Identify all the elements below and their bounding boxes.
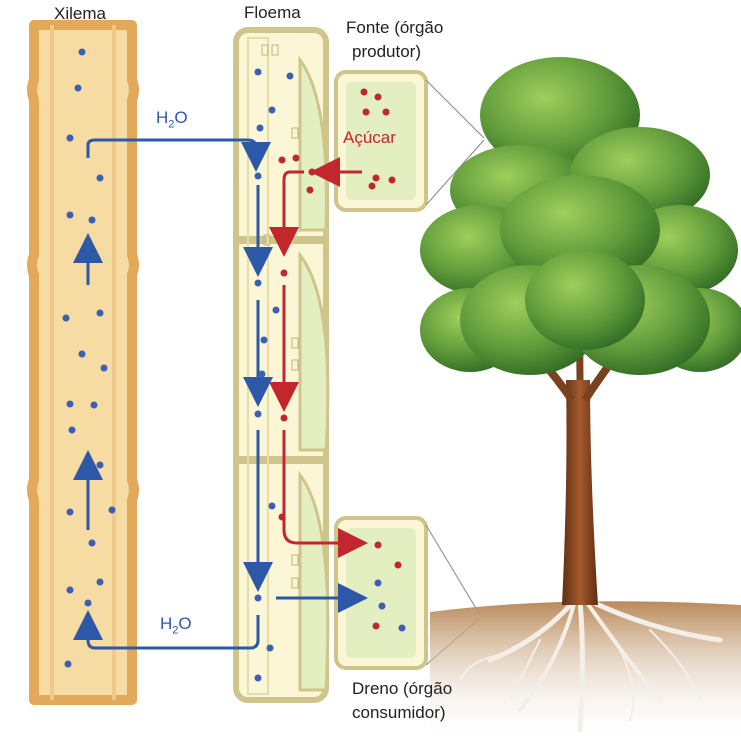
sink-cell (334, 516, 428, 670)
water-label-top-o: O (174, 108, 188, 127)
soil (430, 601, 741, 744)
water-label-bottom-h: H (160, 614, 173, 633)
water-molecules (62, 48, 406, 682)
source-callout-line (425, 79, 485, 139)
water-label-bottom-o: O (178, 614, 192, 633)
water-label-bottom-sub: 2 (172, 624, 179, 637)
sugar-label: Açúcar (343, 128, 396, 147)
sugar-molecules (278, 88, 402, 630)
sugar-flow-arrows (269, 157, 368, 558)
source-label-line1: Fonte (órgão (346, 18, 444, 37)
water-label-top-h: H (156, 108, 169, 127)
sink-callout-line (425, 524, 481, 616)
water-label-top-sub: 2 (168, 118, 175, 131)
roots (459, 597, 723, 733)
source-label-line2: produtor) (352, 42, 421, 61)
companion-cells (261, 44, 330, 692)
water-flow-arrows (73, 138, 368, 650)
phloem-label: Floema (244, 3, 301, 22)
source-callout-line-2 (425, 139, 485, 206)
tree-foliage (420, 57, 741, 375)
sink-label-line1: Dreno (órgão (352, 679, 453, 698)
xylem-label: Xilema (54, 4, 106, 23)
sink-label-line2: consumidor) (352, 703, 446, 722)
water-label-bottom: H2O (160, 614, 192, 640)
xylem-vessel (27, 20, 139, 705)
water-label-top: H2O (156, 108, 188, 134)
